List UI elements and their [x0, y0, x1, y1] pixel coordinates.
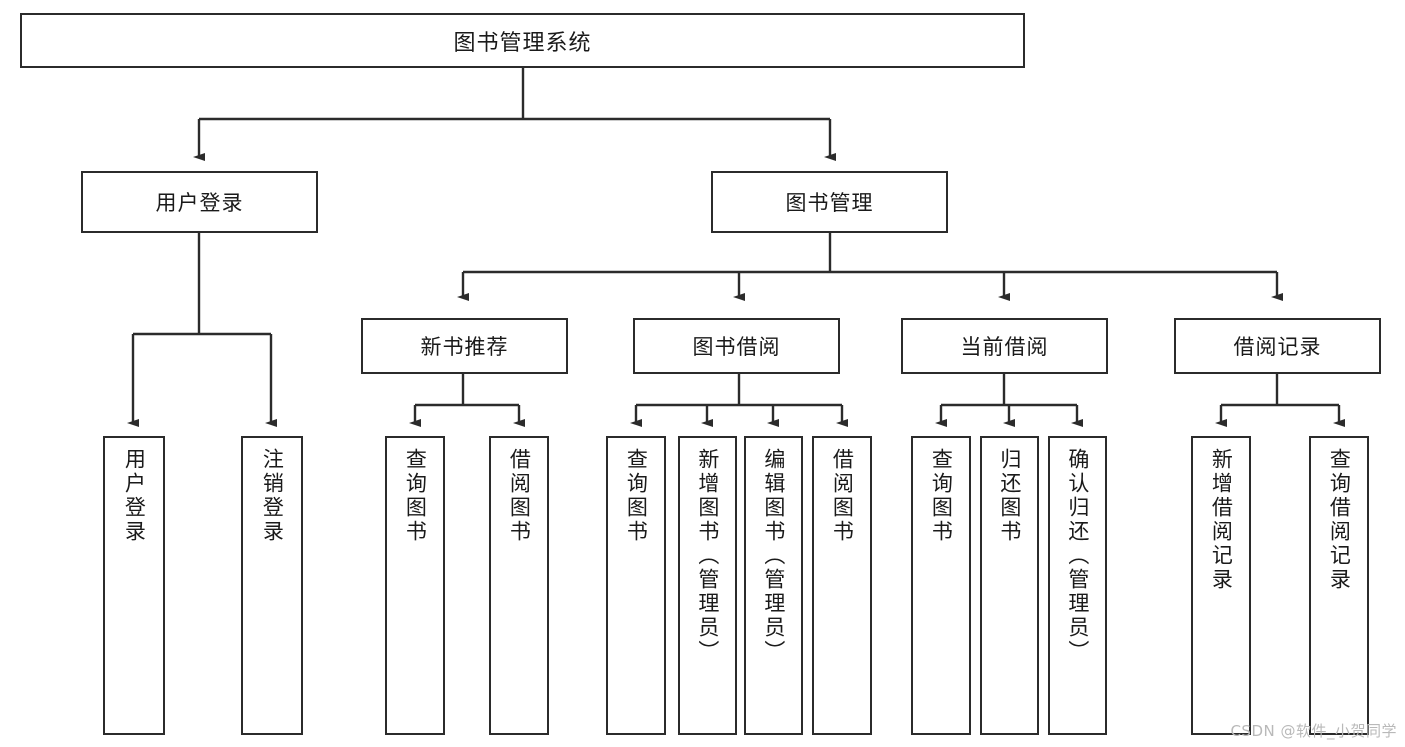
- leaf-label: 借阅图书: [507, 448, 532, 544]
- leaf-label: 用户登录: [122, 448, 147, 544]
- leaf-label: 借阅图书: [830, 448, 855, 544]
- leaf-borrow-add-book-admin[interactable]: 新增图书（管理员）: [678, 436, 737, 735]
- leaf-label: 编辑图书（管理员）: [761, 448, 786, 664]
- leaf-label: 查询图书: [624, 448, 649, 544]
- node-new-book-recommend[interactable]: 新书推荐: [361, 318, 568, 374]
- leaf-label: 新增借阅记录: [1209, 448, 1234, 592]
- node-current-borrow[interactable]: 当前借阅: [901, 318, 1108, 374]
- node-root-system[interactable]: 图书管理系统: [20, 13, 1025, 68]
- node-book-management[interactable]: 图书管理: [711, 171, 948, 233]
- leaf-borrow-query-book[interactable]: 查询图书: [606, 436, 666, 735]
- leaf-record-add-record[interactable]: 新增借阅记录: [1191, 436, 1251, 735]
- leaf-label: 确认归还（管理员）: [1065, 448, 1090, 664]
- leaf-current-confirm-return-admin[interactable]: 确认归还（管理员）: [1048, 436, 1107, 735]
- node-user-login[interactable]: 用户登录: [81, 171, 318, 233]
- leaf-label: 新增图书（管理员）: [695, 448, 720, 664]
- node-borrow-record[interactable]: 借阅记录: [1174, 318, 1381, 374]
- leaf-label: 归还图书: [997, 448, 1022, 544]
- leaf-label: 注销登录: [260, 448, 285, 544]
- leaf-label: 查询图书: [403, 448, 428, 544]
- node-book-borrow[interactable]: 图书借阅: [633, 318, 840, 374]
- leaf-borrow-edit-book-admin[interactable]: 编辑图书（管理员）: [744, 436, 803, 735]
- leaf-current-return-book[interactable]: 归还图书: [980, 436, 1039, 735]
- leaf-recommend-query-book[interactable]: 查询图书: [385, 436, 445, 735]
- leaf-record-query-record[interactable]: 查询借阅记录: [1309, 436, 1369, 735]
- leaf-user-login-logout[interactable]: 注销登录: [241, 436, 303, 735]
- leaf-borrow-borrow-book[interactable]: 借阅图书: [812, 436, 872, 735]
- watermark-text: CSDN @软件_小贺同学: [1230, 722, 1397, 740]
- leaf-label: 查询借阅记录: [1327, 448, 1352, 592]
- leaf-recommend-borrow-book[interactable]: 借阅图书: [489, 436, 549, 735]
- leaf-user-login-login[interactable]: 用户登录: [103, 436, 165, 735]
- leaf-label: 查询图书: [929, 448, 954, 544]
- leaf-current-query-book[interactable]: 查询图书: [911, 436, 971, 735]
